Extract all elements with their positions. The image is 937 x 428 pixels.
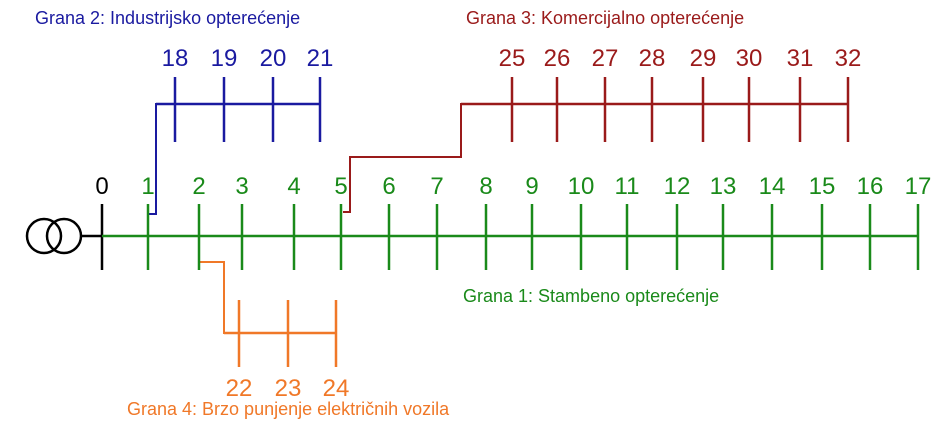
node-25-label: 25 xyxy=(499,45,526,72)
node-13-label: 13 xyxy=(710,173,737,200)
node-20-label: 20 xyxy=(260,45,287,72)
node-7-label: 7 xyxy=(430,173,443,200)
node-16-label: 16 xyxy=(857,173,884,200)
node-29-label: 29 xyxy=(690,45,717,72)
node-2-label: 2 xyxy=(192,173,205,200)
node-3-label: 3 xyxy=(235,173,248,200)
branch-1-title: Grana 1: Stambeno opterećenje xyxy=(463,286,719,306)
node-23-label: 23 xyxy=(275,375,302,402)
node-28-label: 28 xyxy=(639,45,666,72)
node-4-label: 4 xyxy=(287,173,300,200)
node-22-label: 22 xyxy=(226,375,253,402)
branch-3-title: Grana 3: Komercijalno opterećenje xyxy=(466,8,744,28)
branch-4 xyxy=(199,261,336,335)
node-9-label: 9 xyxy=(525,173,538,200)
node-27-label: 27 xyxy=(592,45,619,72)
branch-2-title: Grana 2: Industrijsko opterećenje xyxy=(35,8,300,28)
node-26-label: 26 xyxy=(544,45,571,72)
node-32-label: 32 xyxy=(835,45,862,72)
branch-4-connector xyxy=(199,261,239,334)
node-8-label: 8 xyxy=(479,173,492,200)
branch-4-title: Grana 4: Brzo punjenje električnih vozil… xyxy=(127,399,450,419)
node-10-label: 10 xyxy=(568,173,595,200)
branch-3 xyxy=(343,102,848,213)
node-6-label: 6 xyxy=(382,173,395,200)
node-0-label: 0 xyxy=(95,173,108,200)
node-1-label: 1 xyxy=(141,173,154,200)
node-17-label: 17 xyxy=(905,173,932,200)
node-30-label: 30 xyxy=(736,45,763,72)
node-21-label: 21 xyxy=(307,45,334,72)
node-12-label: 12 xyxy=(664,173,691,200)
transformer-icon xyxy=(25,217,102,255)
node-19-label: 19 xyxy=(211,45,238,72)
node-24-label: 24 xyxy=(323,375,350,402)
node-18-label: 18 xyxy=(162,45,189,72)
node-15-label: 15 xyxy=(809,173,836,200)
node-31-label: 31 xyxy=(787,45,814,72)
node-14-label: 14 xyxy=(759,173,786,200)
node-11-label: 11 xyxy=(615,173,640,200)
node-5-label: 5 xyxy=(334,173,347,200)
branch-2 xyxy=(148,102,320,215)
